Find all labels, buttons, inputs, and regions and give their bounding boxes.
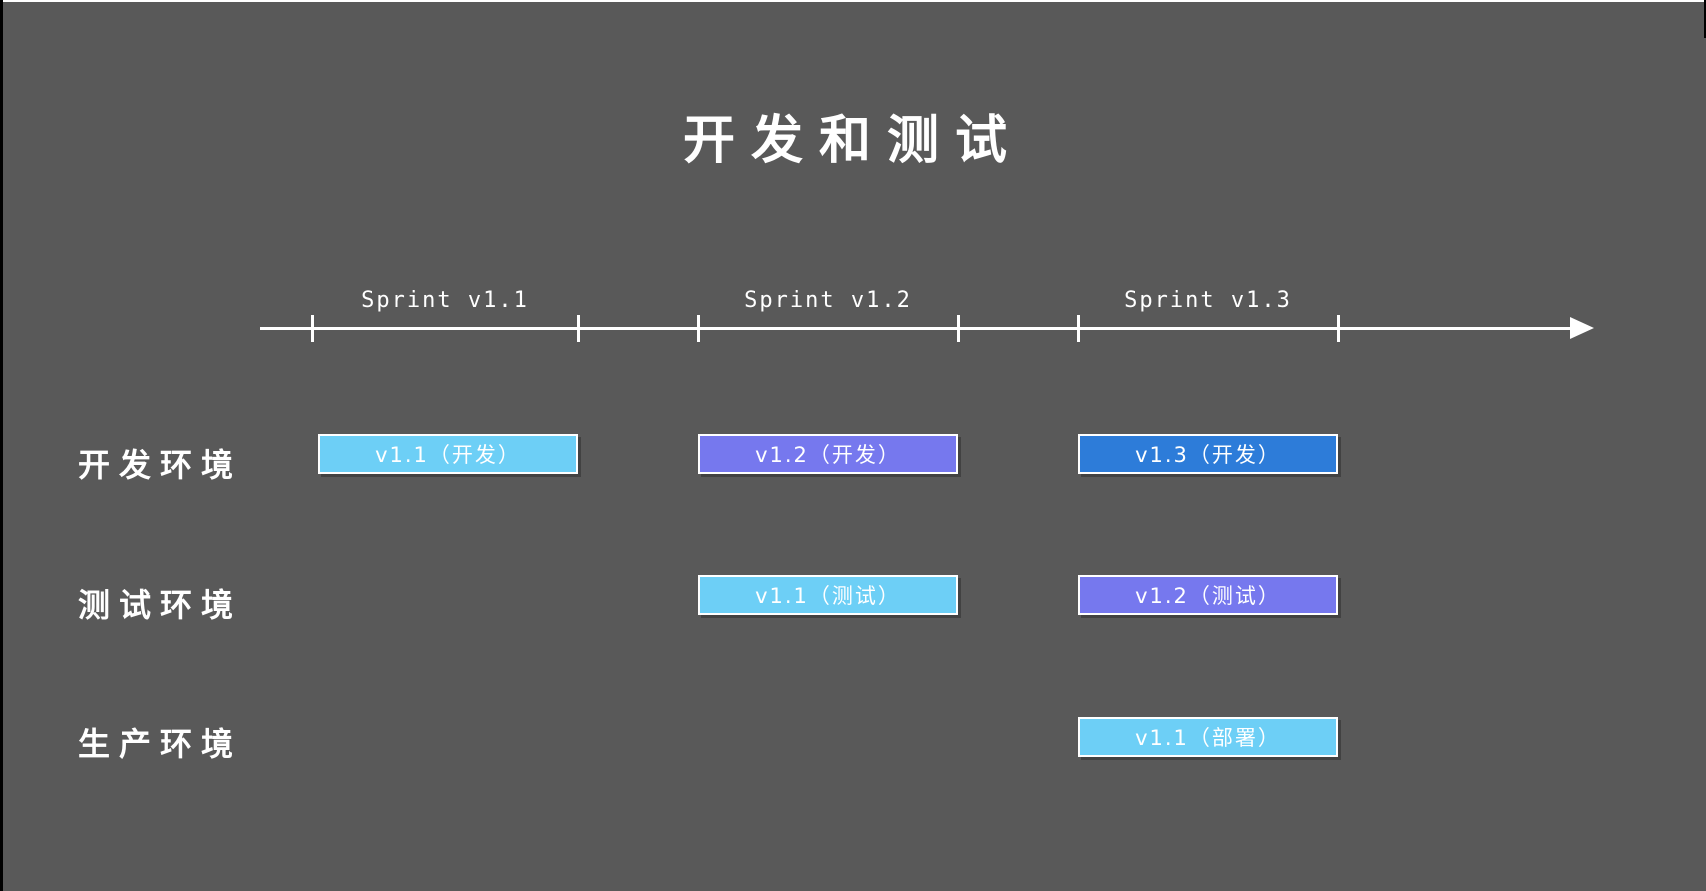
diagram-title: 开发和测试 bbox=[682, 111, 1023, 171]
sprint-label-v1-1: Sprint v1.1 bbox=[361, 288, 529, 313]
timeline-tick bbox=[1077, 315, 1080, 342]
row-label-dev-env: 开发环境 bbox=[78, 446, 243, 484]
version-box-v1-1-dev: v1.1（开发） bbox=[318, 434, 578, 474]
arrow-right-icon bbox=[1570, 317, 1594, 339]
timeline-tick bbox=[697, 315, 700, 342]
timeline-tick bbox=[957, 315, 960, 342]
row-label-test-env: 测试环境 bbox=[78, 586, 243, 624]
version-box-v1-1-test: v1.1（测试） bbox=[698, 575, 958, 615]
timeline-tick bbox=[577, 315, 580, 342]
version-box-v1-1-deploy: v1.1（部署） bbox=[1078, 717, 1338, 757]
version-box-v1-2-dev: v1.2（开发） bbox=[698, 434, 958, 474]
version-box-v1-2-test: v1.2（测试） bbox=[1078, 575, 1338, 615]
window-top-edge bbox=[0, 0, 1706, 2]
sprint-label-v1-3: Sprint v1.3 bbox=[1124, 288, 1292, 313]
version-box-v1-3-dev: v1.3（开发） bbox=[1078, 434, 1338, 474]
timeline-line bbox=[260, 327, 1572, 330]
sprint-label-v1-2: Sprint v1.2 bbox=[744, 288, 912, 313]
row-label-prod-env: 生产环境 bbox=[78, 725, 243, 763]
timeline-tick bbox=[311, 315, 314, 342]
timeline-tick bbox=[1337, 315, 1340, 342]
window-left-edge bbox=[0, 0, 3, 891]
window-right-edge bbox=[1704, 0, 1706, 38]
